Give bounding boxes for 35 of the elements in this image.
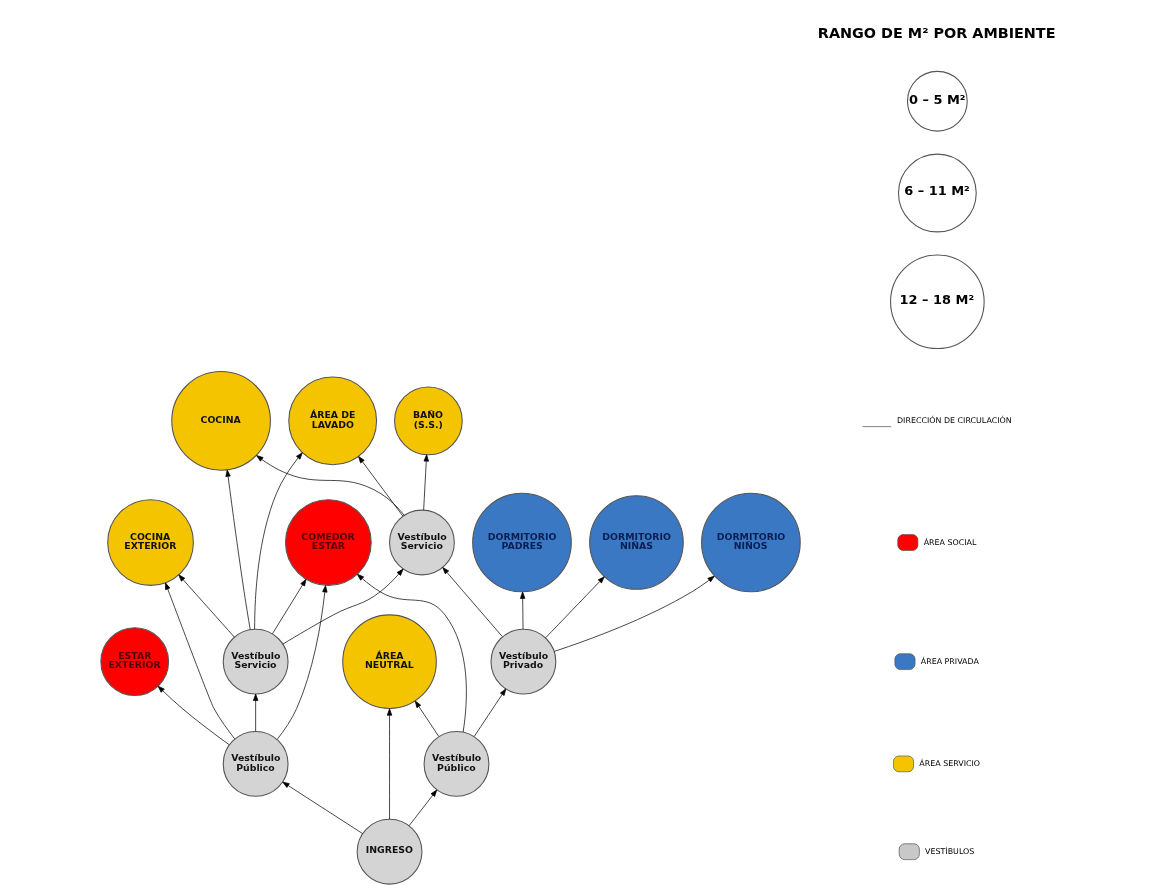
node-circle: DORMITORIO PADRES <box>472 492 572 593</box>
arrow <box>276 585 328 740</box>
arrow <box>165 582 236 740</box>
node-circle: 6 – 11 M² <box>897 153 977 233</box>
arrow <box>356 573 467 733</box>
arrow <box>545 576 605 639</box>
node-circle: COCINA <box>171 371 271 471</box>
arrow <box>553 575 715 652</box>
node-circle: ESTAR EXTERIOR <box>100 627 170 697</box>
arrow <box>358 456 404 517</box>
arrow <box>282 781 363 834</box>
arrow <box>254 452 303 630</box>
label: RANGO DE M² POR AMBIENTE <box>817 25 1056 42</box>
arrow <box>157 685 230 746</box>
arrow <box>473 688 507 737</box>
arrow <box>178 574 235 638</box>
node-circle: BAÑO (S.S.) <box>394 386 463 456</box>
arrow <box>256 455 405 516</box>
node-circle: DORMITORIO NIÑOS <box>701 492 801 593</box>
arrow <box>520 591 526 630</box>
arrow <box>408 789 438 827</box>
arrow <box>423 454 429 511</box>
node-circle: 0 – 5 M² <box>906 70 968 132</box>
arrow <box>225 469 251 631</box>
arrow <box>414 700 440 737</box>
arrow <box>442 567 503 637</box>
arrow <box>272 578 307 634</box>
node-circle: Vestíbulo Servicio <box>222 628 289 695</box>
node-circle: COCINA EXTERIOR <box>107 499 194 586</box>
arrow <box>253 693 259 732</box>
arrow <box>386 708 393 820</box>
node-circle: 12 – 18 M² <box>890 254 985 350</box>
node-circle: INGRESO <box>356 818 423 885</box>
arrow <box>282 568 404 645</box>
node-circle: DORMITORIO NIÑAS <box>589 495 684 590</box>
